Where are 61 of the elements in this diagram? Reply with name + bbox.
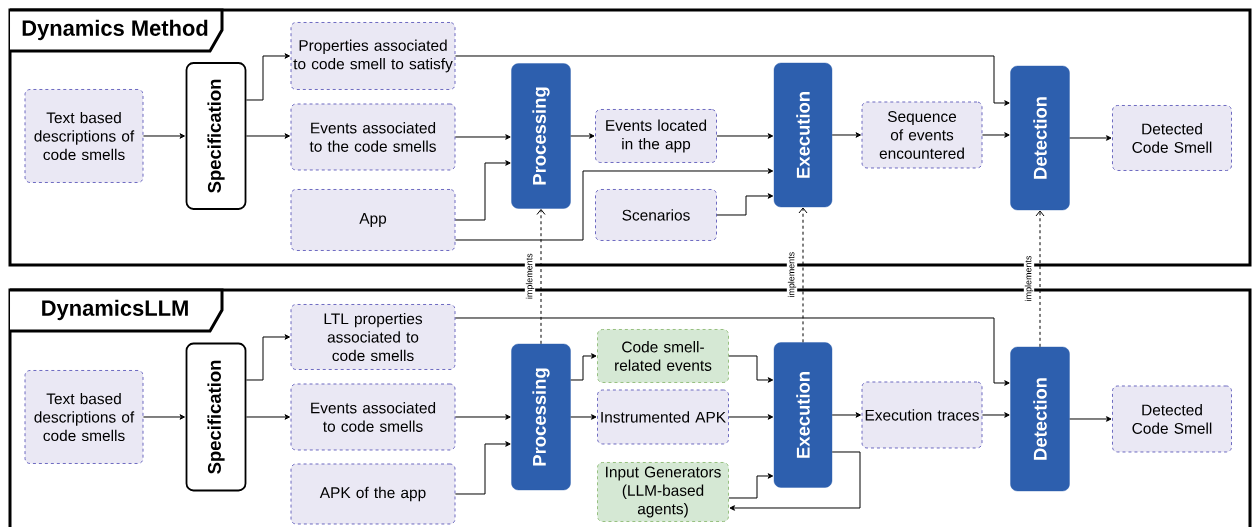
arrow [245, 414, 290, 420]
data-box: Execution traces [861, 381, 983, 449]
arrow [570, 133, 595, 139]
data-box: Properties associated to code smell to satisfy [290, 22, 456, 90]
arrow [716, 193, 774, 216]
specification-block: Specification [185, 342, 247, 492]
process-block: Detection [1010, 65, 1070, 211]
data-box: Detected Code Smell [1112, 385, 1232, 453]
arrow [454, 55, 1010, 106]
process-block: Processing [511, 343, 571, 491]
arrow [981, 132, 1010, 138]
arrow [454, 168, 774, 241]
data-box: Instrumented APK [597, 389, 729, 445]
arrow [831, 412, 861, 418]
arrow [142, 414, 185, 420]
arrow [728, 355, 774, 383]
data-box: Events located in the app [595, 109, 717, 163]
arrow [245, 334, 290, 381]
data-box: Detected Code Smell [1112, 105, 1232, 171]
panel-title: DynamicsLLM [8, 288, 224, 333]
arrow [1035, 210, 1045, 348]
arrow [716, 133, 774, 139]
arrow [454, 134, 511, 140]
data-box: Sequence of events encountered [861, 101, 983, 169]
arrow [454, 414, 511, 420]
arrow [454, 441, 511, 495]
arrow [981, 412, 1010, 418]
edge-label: implements [1023, 254, 1035, 303]
panel-title: Dynamics Method [8, 8, 224, 53]
arrow [728, 414, 774, 420]
arrow [570, 353, 597, 381]
data-box: Scenarios [595, 189, 717, 241]
arrow [1069, 135, 1112, 141]
arrow [536, 209, 546, 345]
edge-label: implements [786, 250, 798, 299]
process-block: Detection [1010, 346, 1070, 492]
process-block: Processing [511, 63, 571, 209]
process-block: Execution [773, 62, 833, 208]
data-box: LTL properties associated to code smells [290, 304, 456, 370]
arrow [570, 414, 597, 420]
arrow [798, 207, 808, 343]
arrow [142, 133, 185, 139]
data-box: Text based descriptions of code smells [24, 370, 144, 464]
output-box: Code smell-related events [597, 329, 729, 383]
data-box: App [290, 189, 456, 251]
arrow [831, 132, 861, 138]
arrow [1069, 416, 1112, 422]
specification-block: Specification [185, 62, 247, 210]
edge-label: implements [524, 252, 536, 301]
data-box: Text based descriptions of code smells [24, 89, 144, 183]
data-box: APK of the app [290, 463, 456, 525]
arrow [245, 53, 290, 101]
arrow [454, 317, 1010, 386]
data-box: Events associated to the code smells [290, 103, 456, 171]
output-box: Input Generators (LLM-based agents) [597, 462, 729, 522]
process-block: Execution [773, 342, 833, 488]
arrow [245, 133, 290, 139]
data-box: Events associated to code smells [290, 383, 456, 451]
arrow [728, 473, 774, 499]
arrow [729, 451, 861, 511]
arrow [454, 160, 511, 221]
